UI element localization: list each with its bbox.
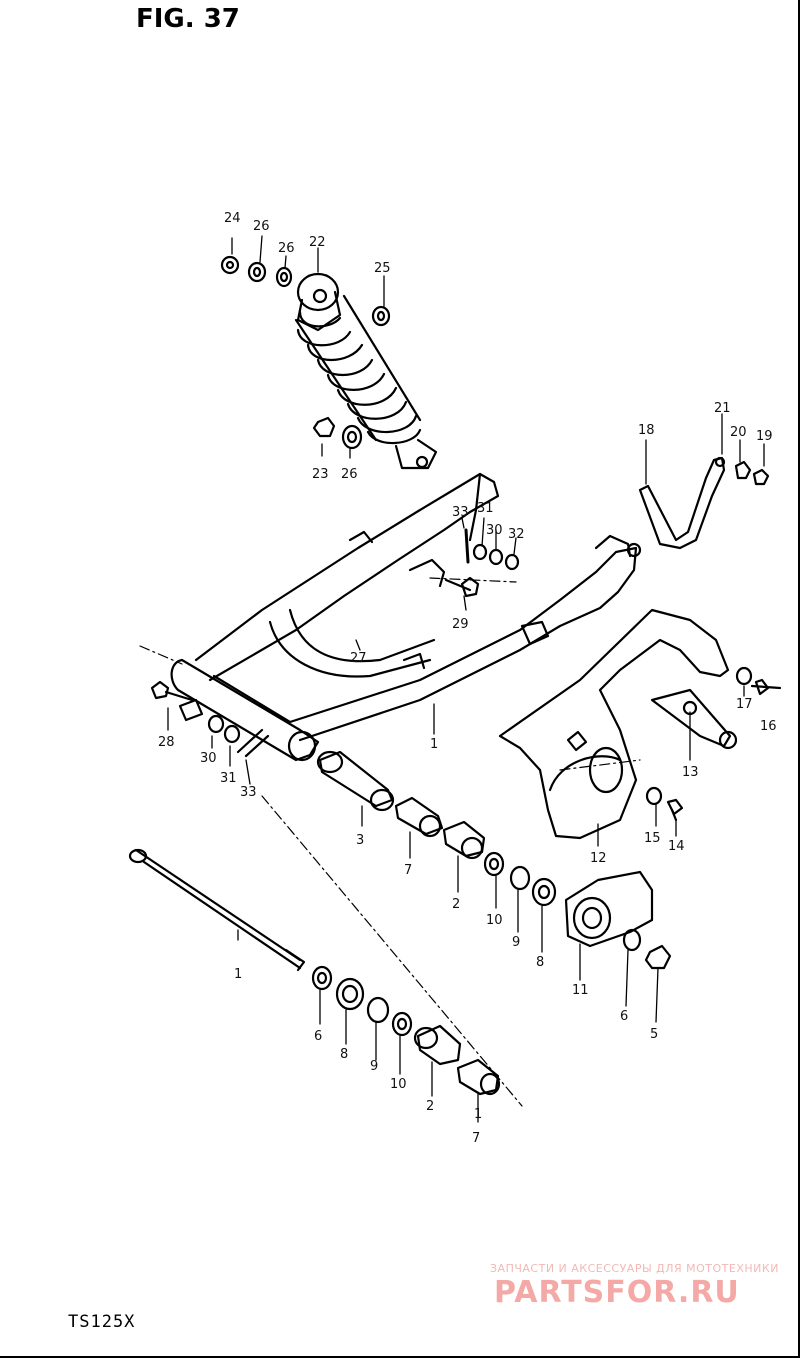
callout-22: 22 bbox=[309, 235, 326, 250]
shock-absorber[interactable] bbox=[294, 272, 438, 470]
swingarm[interactable] bbox=[170, 472, 642, 762]
callout-26-mid: 26 bbox=[341, 467, 358, 482]
callout-26-top-b: 26 bbox=[278, 241, 295, 256]
callout-33-lower: 33 bbox=[240, 785, 257, 800]
callout-10-upper: 10 bbox=[486, 913, 503, 928]
callout-21: 21 bbox=[714, 401, 731, 416]
callout-labels: 24 26 26 22 25 23 26 18 21 20 19 33 31 3… bbox=[158, 211, 777, 1146]
callout-3: 3 bbox=[356, 833, 364, 848]
callout-8-lower: 8 bbox=[340, 1047, 348, 1062]
figure-title: FIG. 37 bbox=[136, 4, 240, 34]
frame-border-bottom bbox=[0, 1356, 800, 1358]
callout-6-lower: 6 bbox=[314, 1029, 322, 1044]
callout-7-lower: 7 bbox=[472, 1131, 480, 1146]
callout-25: 25 bbox=[374, 261, 391, 276]
callout-5: 5 bbox=[650, 1027, 658, 1042]
callout-14: 14 bbox=[668, 839, 685, 854]
alignment-lines bbox=[139, 577, 641, 1107]
callout-32: 32 bbox=[508, 527, 525, 542]
frame-border-right bbox=[798, 0, 800, 1358]
callout-30-upper: 30 bbox=[486, 523, 503, 538]
callout-18: 18 bbox=[638, 423, 655, 438]
callout-30-lower: 30 bbox=[200, 751, 217, 766]
watermark-caption: ЗАПЧАСТИ И АКСЕССУАРЫ ДЛЯ МОТОТЕХНИКИ bbox=[490, 1262, 779, 1275]
callout-1-lower: 1 bbox=[474, 1107, 482, 1122]
callout-1-swingarm: 1 bbox=[430, 737, 438, 752]
callout-7-upper: 7 bbox=[404, 863, 412, 878]
callout-2-upper: 2 bbox=[452, 897, 460, 912]
callout-23: 23 bbox=[312, 467, 329, 482]
watermark-brand: PARTSFOR.RU bbox=[494, 1275, 740, 1310]
callout-27: 27 bbox=[350, 651, 367, 666]
model-code: TS125X bbox=[68, 1312, 136, 1332]
callout-9-upper: 9 bbox=[512, 935, 520, 950]
chain-case[interactable] bbox=[498, 608, 782, 840]
callout-31-upper: 31 bbox=[477, 501, 494, 516]
callout-19: 19 bbox=[756, 429, 773, 444]
callout-29: 29 bbox=[452, 617, 469, 632]
callout-11: 11 bbox=[572, 983, 589, 998]
callout-9-lower: 9 bbox=[370, 1059, 378, 1074]
chain-adjuster-block[interactable] bbox=[564, 870, 672, 970]
pivot-bushings-lower[interactable] bbox=[311, 965, 501, 1096]
callout-1-shaft: 1 bbox=[234, 967, 242, 982]
callout-8-upper: 8 bbox=[536, 955, 544, 970]
callout-17: 17 bbox=[736, 697, 753, 712]
pivot-bushings-upper[interactable] bbox=[316, 750, 557, 907]
callout-24: 24 bbox=[224, 211, 241, 226]
callout-6-upper: 6 bbox=[620, 1009, 628, 1024]
callout-13: 13 bbox=[682, 765, 699, 780]
callout-20: 20 bbox=[730, 425, 747, 440]
callout-2-lower: 2 bbox=[426, 1099, 434, 1114]
callout-15: 15 bbox=[644, 831, 661, 846]
callout-31-lower: 31 bbox=[220, 771, 237, 786]
callout-16: 16 bbox=[760, 719, 777, 734]
pivot-shaft[interactable] bbox=[128, 848, 306, 972]
chain-guard[interactable] bbox=[638, 456, 770, 550]
shock-upper-hardware[interactable] bbox=[220, 255, 391, 450]
leader-lines bbox=[167, 235, 765, 1123]
callout-10-lower: 10 bbox=[390, 1077, 407, 1092]
callout-28: 28 bbox=[158, 735, 175, 750]
callout-26-top-a: 26 bbox=[253, 219, 270, 234]
callout-33-upper: 33 bbox=[452, 505, 469, 520]
callout-12: 12 bbox=[590, 851, 607, 866]
